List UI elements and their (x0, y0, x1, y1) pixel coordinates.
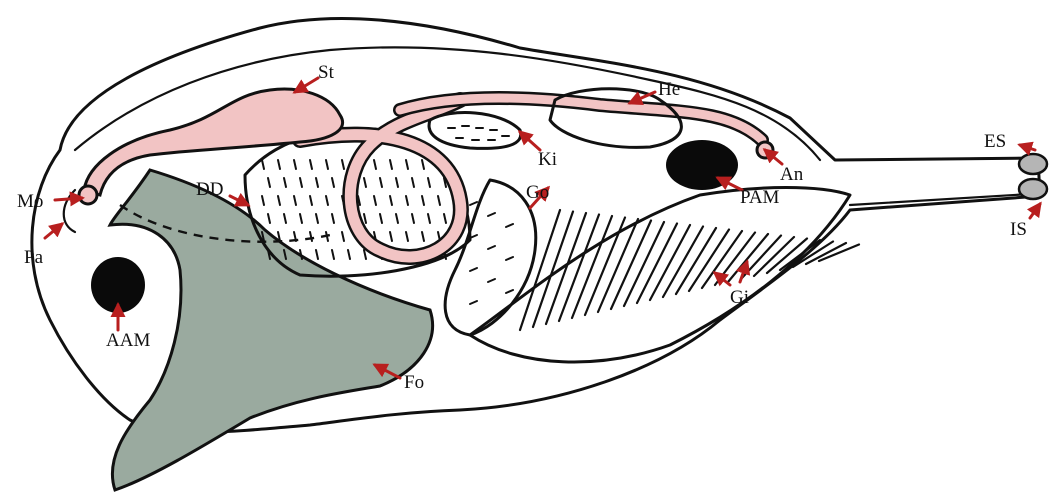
hatch-line (268, 214, 270, 223)
hatch-line (396, 178, 398, 187)
hatch-line (332, 214, 334, 223)
hatch-line (374, 160, 376, 169)
hatch-line (278, 196, 280, 205)
label-is: IS (1010, 219, 1027, 240)
label-fo: Fo (404, 372, 424, 393)
hatch-line (506, 290, 513, 293)
hatch-line (326, 160, 328, 169)
hatch-line (316, 178, 318, 187)
label-st: St (318, 62, 335, 83)
gill-filaments (520, 210, 859, 330)
hatch-line (422, 160, 424, 169)
hatch-line (364, 178, 366, 187)
hatch-line (390, 160, 392, 169)
hatch-line (294, 196, 296, 205)
hatch-line (390, 196, 392, 205)
rectum-fill (400, 98, 762, 140)
hatch-line (316, 250, 318, 259)
hatch-line (268, 178, 270, 187)
hatch-line (470, 268, 477, 271)
hatch-line (412, 178, 414, 187)
hatch-line (422, 196, 424, 205)
hatch-line (390, 232, 392, 241)
label-go: Go (526, 182, 549, 203)
gills (470, 188, 850, 362)
gonad-hatching (470, 202, 513, 304)
hatch-line (488, 246, 495, 249)
hatch-line (470, 202, 477, 205)
label-ki: Ki (538, 149, 557, 170)
hatch-line (262, 160, 264, 169)
hatch-line (310, 160, 312, 169)
hatch-line (444, 214, 446, 223)
hatch-line (428, 214, 430, 223)
hatch-line (284, 214, 286, 223)
label-aam: AAM (106, 330, 150, 351)
kidney-hatching (448, 126, 509, 140)
hatch-line (300, 178, 302, 187)
hatch-line (506, 224, 513, 227)
mouth (79, 186, 97, 204)
hatch-line (342, 232, 344, 241)
label-es: ES (984, 131, 1006, 152)
hatch-line (488, 279, 495, 282)
hatch-line (438, 196, 440, 205)
hatch-line (278, 160, 280, 169)
hatch-line (316, 214, 318, 223)
label-gi: Gi (730, 287, 749, 308)
hatch-line (422, 232, 424, 241)
label-an: An (780, 164, 804, 185)
label-pa: Pa (24, 247, 44, 268)
hatch-line (364, 214, 366, 223)
hatch-line (300, 214, 302, 223)
hatch-line (332, 178, 334, 187)
hatch-line (326, 232, 328, 241)
hatch-line (374, 196, 376, 205)
hatch-line (262, 196, 264, 205)
hatch-line (412, 214, 414, 223)
label-he: He (658, 79, 680, 100)
hatch-line (342, 160, 344, 169)
palp (64, 190, 75, 232)
hatch-line (326, 196, 328, 205)
hatch-line (380, 178, 382, 187)
hatch-line (310, 196, 312, 205)
hatch-line (348, 250, 350, 259)
hatch-line (406, 196, 408, 205)
hatch-line (470, 301, 477, 304)
hatch-line (294, 160, 296, 169)
hatch-line (428, 178, 430, 187)
hatch-line (506, 257, 513, 260)
incurrent-siphon-tip (1019, 179, 1047, 199)
label-mo: Mo (17, 191, 43, 212)
hatch-line (488, 213, 495, 216)
kidney (429, 113, 521, 149)
foot (110, 170, 433, 490)
label-pam: PAM (740, 187, 780, 208)
hatch-line (284, 178, 286, 187)
hatch-line (406, 160, 408, 169)
excurrent-siphon-tip (1019, 154, 1047, 174)
hatch-line (332, 250, 334, 259)
hatch-line (380, 214, 382, 223)
label-dd: DD (196, 179, 223, 200)
hatch-line (520, 210, 560, 330)
hatch-line (364, 250, 366, 259)
hatch-line (406, 232, 408, 241)
hatch-line (396, 214, 398, 223)
